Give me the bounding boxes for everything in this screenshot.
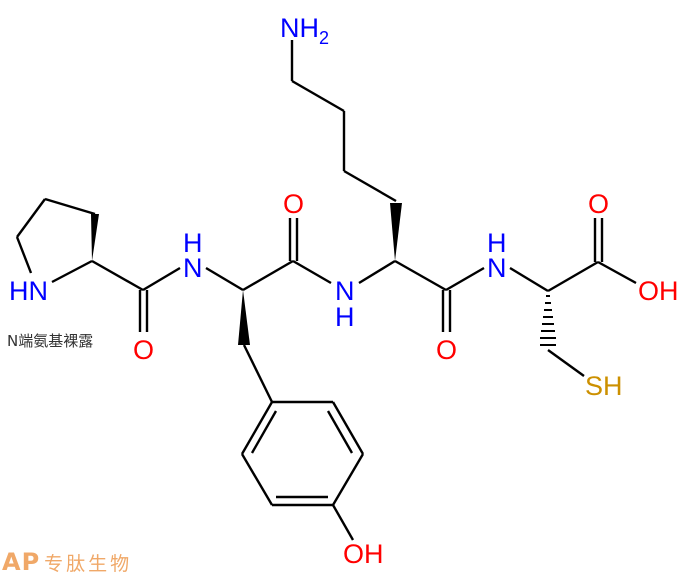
n-terminal-note: N端氨基裸露: [7, 332, 94, 350]
pro-nh-label: HN: [9, 276, 48, 306]
pro-carbonyl: [91, 259, 181, 332]
amide2-h-label: H: [335, 302, 355, 332]
amide3-h-label: H: [487, 228, 507, 258]
tyr-oh-label: OH: [343, 539, 384, 569]
amide2-n-label: N: [335, 276, 355, 306]
lys-nh2-label: NH2: [280, 13, 329, 48]
proline-ring: [15, 197, 99, 284]
amide3-o-label: O: [436, 335, 457, 365]
amide1-n-label: N: [183, 253, 203, 283]
amide2-o-label: O: [283, 189, 304, 219]
amide3-n-label: N: [487, 253, 507, 283]
cooh-o-label: O: [588, 189, 609, 219]
watermark-latin: AP: [2, 548, 41, 576]
tyrosine-ring: [240, 400, 365, 541]
cys-sh-label: SH: [585, 371, 623, 401]
watermark-chinese: 专肽生物: [44, 553, 133, 575]
cooh-oh-label: OH: [638, 276, 679, 306]
cysteine: [509, 218, 637, 377]
lysine: [290, 40, 485, 332]
amide1-o-label: O: [133, 335, 154, 365]
tyrosine-backbone: [205, 218, 332, 403]
amide1-h-label: H: [183, 228, 203, 258]
